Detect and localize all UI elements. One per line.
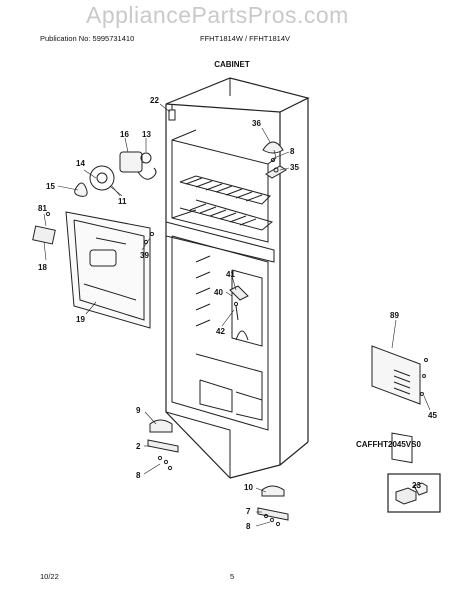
callout-14: 14 bbox=[76, 159, 85, 168]
callout-16: 16 bbox=[120, 130, 129, 139]
callout-22: 22 bbox=[150, 96, 159, 105]
model-numbers: FFHT1814W / FFHT1814V bbox=[200, 34, 291, 43]
section-title: CABINET bbox=[214, 60, 250, 69]
light-shield bbox=[262, 141, 284, 154]
leader-lines bbox=[43, 103, 431, 527]
callout-39: 39 bbox=[140, 251, 149, 260]
callout-89: 89 bbox=[390, 311, 399, 320]
page-number: 5 bbox=[230, 572, 235, 581]
callout-15: 15 bbox=[46, 182, 55, 191]
cabinet-shell bbox=[165, 77, 310, 479]
callout-10: 10 bbox=[244, 483, 253, 492]
callout-11: 11 bbox=[118, 197, 127, 206]
callout-13: 13 bbox=[142, 130, 151, 139]
rear-access-cover bbox=[371, 345, 428, 464]
callout-35: 35 bbox=[290, 163, 299, 172]
watermark: AppliancePartsPros.com bbox=[86, 2, 349, 28]
callout-23: 23 bbox=[412, 481, 421, 490]
footer-date: 10/22 bbox=[40, 572, 59, 581]
damper-cover-plate bbox=[32, 225, 56, 245]
top-hinge-pin bbox=[168, 104, 176, 121]
callout-18: 18 bbox=[38, 263, 47, 272]
fan-shroud bbox=[89, 165, 115, 191]
fan-blade bbox=[74, 182, 88, 197]
bottom-hinge bbox=[257, 485, 289, 527]
evaporator-fan-motor bbox=[119, 151, 157, 180]
callout-36: 36 bbox=[252, 119, 261, 128]
callout-8-bottom: 8 bbox=[246, 522, 251, 531]
publication-number: Publication No: 5995731410 bbox=[40, 34, 135, 43]
callout-40: 40 bbox=[214, 288, 223, 297]
callout-2: 2 bbox=[136, 442, 141, 451]
callout-45: 45 bbox=[428, 411, 437, 420]
screw-81 bbox=[45, 211, 51, 217]
callout-41: 41 bbox=[226, 270, 235, 279]
callout-8-front: 8 bbox=[136, 471, 141, 480]
callout-81: 81 bbox=[38, 204, 47, 213]
callout-19: 19 bbox=[76, 315, 85, 324]
diagram-code: CAFFHT2045VS0 bbox=[356, 440, 421, 449]
callout-7: 7 bbox=[246, 507, 251, 516]
control-bracket bbox=[229, 285, 249, 321]
inset-hinge-detail bbox=[387, 473, 441, 513]
front-leveling-leg bbox=[147, 419, 179, 471]
light-socket-bracket bbox=[265, 157, 287, 179]
callout-9: 9 bbox=[136, 406, 141, 415]
freezer-evaporator-cover bbox=[65, 211, 151, 329]
callout-42: 42 bbox=[216, 327, 225, 336]
callout-8-top: 8 bbox=[290, 147, 295, 156]
